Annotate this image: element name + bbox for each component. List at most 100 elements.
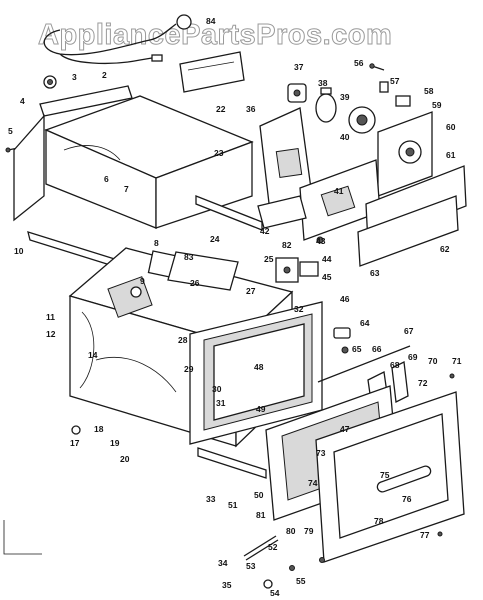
label-43: 43 [316,236,326,246]
label-75: 75 [380,470,390,480]
label-27: 27 [246,286,256,296]
part-77-door [315,391,465,563]
label-77: 77 [420,530,430,540]
label-76: 76 [402,494,412,504]
label-67: 67 [404,326,414,336]
label-25: 25 [264,254,274,264]
label-31: 31 [216,398,226,408]
label-6: 6 [104,174,109,184]
label-59: 59 [432,100,442,110]
part-36-back-bracket [259,107,313,213]
label-49: 49 [256,404,266,414]
label-8: 8 [154,238,159,248]
label-41: 41 [334,186,344,196]
part-56-screw [369,63,385,71]
label-39: 39 [340,92,350,102]
part-71-screw [437,373,455,537]
label-57: 57 [390,76,400,86]
label-32: 32 [294,304,304,314]
label-4: 4 [20,96,25,106]
part-82-bracket [275,257,299,283]
part-60-control-panel [377,111,433,197]
label-7: 7 [124,184,129,194]
label-83: 83 [184,252,194,262]
label-40: 40 [340,132,350,142]
label-36: 36 [246,104,256,114]
part-42-plate [257,195,307,229]
label-51: 51 [228,500,238,510]
power-cord [43,14,192,65]
label-48: 48 [254,362,264,372]
label-50: 50 [254,490,264,500]
label-12: 12 [46,329,56,339]
label-66: 66 [372,344,382,354]
label-73: 73 [316,448,326,458]
label-44: 44 [322,254,332,264]
label-17: 17 [70,438,80,448]
part-83-plate [167,251,239,291]
part-62-window [357,195,459,267]
part-32-front-frame [189,301,323,445]
label-3: 3 [72,72,77,82]
label-33: 33 [206,494,216,504]
label-24: 24 [210,234,220,244]
label-82: 82 [282,240,292,250]
label-10: 10 [14,246,24,256]
part-58-switch [395,95,411,107]
label-69: 69 [408,352,418,362]
label-80: 80 [286,526,296,536]
label-52: 52 [268,542,278,552]
part-45-bracket [299,261,319,277]
part-37-lamp-socket [287,83,307,103]
label-37: 37 [294,62,304,72]
label-62: 62 [440,244,450,254]
part-33-strip [197,447,267,479]
label-26: 26 [190,278,200,288]
part-38-bulb [315,87,337,123]
label-55: 55 [296,576,306,586]
label-60: 60 [446,122,456,132]
label-5: 5 [8,126,13,136]
watermark-text: AppliancePartsPros.com [38,19,392,51]
part-53-hinge-arm [243,535,279,561]
label-71: 71 [452,356,462,366]
label-81: 81 [256,510,266,520]
label-42: 42 [260,226,270,236]
label-18: 18 [94,424,104,434]
label-22: 22 [216,104,226,114]
label-29: 29 [184,364,194,374]
label-61: 61 [446,150,456,160]
label-11: 11 [46,312,55,322]
label-56: 56 [354,58,364,68]
part-39-fan-motor [348,106,376,134]
label-72: 72 [418,378,428,388]
part-64-hinge [333,327,351,354]
label-30: 30 [212,384,222,394]
part-3-knob [43,75,57,89]
label-34: 34 [218,558,228,568]
part-22-cabinet-wrapper [44,95,254,229]
label-9: 9 [140,276,145,286]
label-20: 20 [120,454,130,464]
label-14: 14 [88,350,98,360]
label-23: 23 [214,148,224,158]
label-45: 45 [322,272,332,282]
label-70: 70 [428,356,438,366]
label-35: 35 [222,580,232,590]
part-57-clip [379,81,389,93]
label-65: 65 [352,344,362,354]
label-28: 28 [178,335,188,345]
top-card [179,51,245,93]
label-47: 47 [340,424,350,434]
label-2: 2 [102,70,107,80]
label-46: 46 [340,294,350,304]
label-38: 38 [318,78,328,88]
part-67-rod [317,345,411,383]
part-43-nut [316,236,324,244]
part-55-screw [289,557,325,571]
part-4-side-panel [13,114,45,222]
part-17-foot [71,425,81,435]
part-2-trim [39,85,133,117]
label-79: 79 [304,526,314,536]
